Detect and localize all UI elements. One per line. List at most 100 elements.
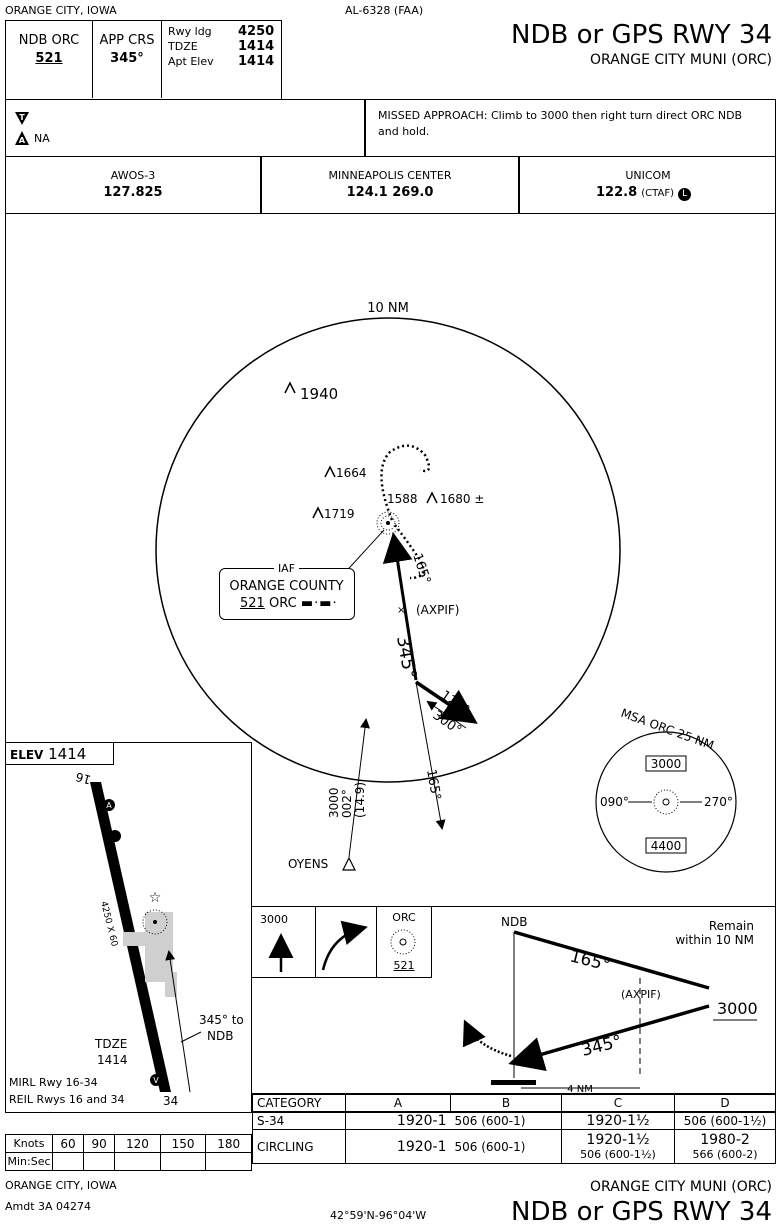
feeder-distance: (14.9)	[353, 782, 367, 818]
svg-text:T: T	[19, 113, 25, 122]
intersection-triangle-icon	[342, 856, 356, 871]
minimums-header-row: CATEGORY A B C D	[252, 1094, 776, 1112]
tdze-label: TDZE	[168, 40, 198, 53]
ma-fix-freq: 521	[393, 959, 415, 972]
minsec-label: Min:Sec	[5, 1152, 53, 1171]
runway-34-label: 34	[163, 1094, 178, 1108]
msa-right-bearing: 270°	[704, 795, 733, 809]
range-ring	[155, 317, 621, 783]
s34-label: S-34	[252, 1111, 346, 1130]
circling-b: 506 (600-1)	[450, 1129, 562, 1164]
alternate-minimums-icon: A	[15, 131, 29, 145]
header-c: C	[561, 1094, 675, 1112]
beacon-star-icon: ☆	[149, 890, 162, 906]
obstacle-1719: 1719	[324, 507, 355, 521]
msa-title: MSA ORC 25 NM	[619, 706, 716, 753]
minimums-table: CATEGORY A B C D S-34 1920-1 506 (600-1)…	[252, 1094, 776, 1164]
knots-60: 60	[51, 1134, 85, 1153]
rotating-beacon-icon	[109, 830, 121, 842]
nav-box: NDB ORC 521	[6, 21, 93, 98]
footer-amendment: Amdt 3A 04274	[5, 1200, 92, 1213]
inbound-leg	[508, 1004, 710, 1072]
footer-title: NDB or GPS RWY 34	[511, 1197, 772, 1227]
comm-awos-name: AWOS-3	[110, 169, 156, 182]
obstacle-icon	[312, 506, 324, 519]
header-category: CATEGORY	[252, 1094, 346, 1112]
profile-drawing: NDB Remain within 10 NM 165° (AXPIF) 300…	[268, 915, 758, 1094]
msa-left-bearing: 090°	[600, 795, 629, 809]
final-approach-course	[382, 532, 418, 681]
diagram-tdze-label: TDZE	[94, 1037, 127, 1051]
msa-north: 3000	[651, 757, 682, 771]
obstacle-icon	[324, 465, 336, 478]
circling-a: 1920-1	[345, 1129, 451, 1164]
comm-unicom-name: UNICOM	[625, 169, 671, 182]
circling-c: 1920-1½ 506 (600-1½)	[561, 1129, 675, 1164]
missed-approach-text: MISSED APPROACH: Climb to 3000 then righ…	[378, 109, 743, 138]
iaf-name: ORANGE COUNTY	[229, 579, 344, 594]
minsec-row: Min:Sec	[5, 1152, 252, 1171]
profile-fix: (AXPIF)	[621, 988, 661, 1001]
fix-name: (AXPIF)	[416, 603, 459, 617]
outbound-165-line	[415, 681, 446, 830]
ma-climb-alt: 3000	[260, 913, 288, 926]
range-ring-label: 10 NM	[367, 301, 409, 316]
runway-16-label: 16	[74, 769, 92, 786]
circling-label: CIRCLING	[252, 1129, 346, 1164]
runway-profile	[491, 1080, 536, 1085]
faa-reference: AL-6328 (FAA)	[345, 4, 424, 17]
ndb-icon	[142, 909, 168, 935]
diagram-tdze-value: 1414	[97, 1053, 128, 1067]
s34-c: 1920-1½	[561, 1111, 675, 1130]
takeoff-minimums-icon: T	[15, 112, 29, 125]
obstacle-1588: 1588	[387, 492, 418, 506]
footer-coordinates: 42°59'N-96°04'W	[330, 1209, 427, 1222]
rwy-ldg-label: Rwy ldg	[168, 25, 212, 38]
elevation-box: ELEV 1414	[6, 743, 114, 765]
ma-ndb-icon	[390, 929, 416, 955]
morse-code-icon: ▬·▬·	[300, 596, 338, 611]
msa-circle	[595, 731, 737, 873]
minimums-circling-row: CIRCLING 1920-1 506 (600-1) 1920-1½ 506 …	[252, 1129, 776, 1164]
ma-fix-box: ORC 521	[377, 907, 432, 978]
knots-180: 180	[205, 1134, 252, 1153]
remain-line1: Remain	[709, 919, 754, 933]
nav-freq: 521	[35, 51, 63, 66]
tdze-value: 1414	[238, 39, 275, 54]
s34-a: 1920-1	[345, 1111, 451, 1130]
obstacle-1680: 1680 ±	[440, 492, 484, 506]
final-course-label: 345°	[392, 634, 420, 680]
knots-row: Knots 60 90 120 150 180	[5, 1134, 252, 1153]
header-d: D	[674, 1094, 776, 1112]
circling-d-height: 566 (600-2)	[692, 1148, 758, 1161]
comm-unicom-freq: 122.8	[596, 185, 638, 200]
circling-d: 1980-2 566 (600-2)	[674, 1129, 776, 1164]
app-crs-value: 345°	[110, 51, 144, 66]
feeder-route	[348, 718, 370, 858]
header-location: ORANGE CITY, IOWA	[5, 4, 117, 17]
briefing-strip: NDB ORC 521 APP CRS 345° Rwy ldg 4250 TD…	[5, 20, 282, 100]
knots-90: 90	[83, 1134, 116, 1153]
s34-b: 506 (600-1)	[450, 1111, 562, 1130]
svg-text:A: A	[19, 136, 26, 145]
obstacle-1940: 1940	[300, 385, 338, 403]
vasi-badge: V	[153, 1076, 159, 1085]
app-crs-box: APP CRS 345°	[93, 21, 162, 98]
knots-label: Knots	[5, 1134, 53, 1153]
fix-marker: ×	[397, 605, 405, 616]
ma-profile-arrow	[462, 1019, 512, 1058]
reil-note: REIL Rwys 16 and 34	[9, 1093, 125, 1106]
msa-ndb-icon	[653, 789, 679, 815]
obstacle-icon	[426, 491, 438, 504]
obstacle-icon	[284, 381, 296, 394]
knots-120: 120	[114, 1134, 161, 1153]
iaf-freq: 521	[240, 596, 265, 611]
hold-course: 165°	[409, 552, 433, 586]
course-to-ndb-target: NDB	[207, 1029, 233, 1043]
comm-center-freq: 124.1 269.0	[346, 185, 434, 200]
s34-d: 506 (600-1½)	[674, 1111, 776, 1130]
app-crs-label: APP CRS	[99, 33, 155, 48]
apt-elev-value: 1414	[238, 54, 275, 69]
airport-diagram: ELEV 1414	[5, 742, 252, 1113]
